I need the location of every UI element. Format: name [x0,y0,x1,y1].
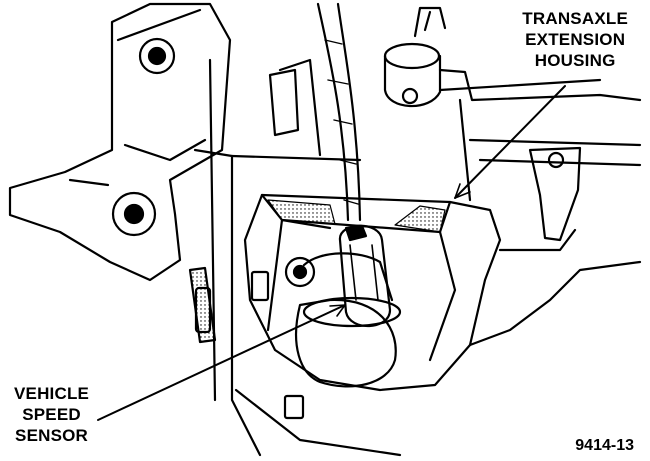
tube-fitting [383,6,642,167]
bracket-bolt-hole-lower [111,191,157,237]
callout-line: HOUSING [534,51,616,70]
bracket-bolt-hole-top [138,37,176,75]
callout-vehicle-speed-sensor: VEHICLE SPEED SENSOR [14,383,89,446]
case-bolt-head [283,394,305,420]
callout-line: VEHICLE [14,384,90,403]
callout-line: EXTENSION [525,30,626,49]
mounting-bracket [8,2,232,282]
sensor-hold-down-bolt [284,256,316,288]
leader-speed-sensor [97,304,346,421]
transaxle-case [188,58,402,457]
case-fasteners [194,68,300,334]
callout-line: SPEED [22,405,81,424]
leader-transaxle-housing [454,85,566,199]
housing-flange [468,146,642,347]
figure-number: 9414-13 [575,437,634,454]
sensor-connector [338,224,392,328]
callout-line: TRANSAXLE [522,9,628,28]
vehicle-speed-sensor [284,224,402,388]
callout-transaxle-extension-housing: TRANSAXLE EXTENSION HOUSING [522,8,628,71]
callout-line: SENSOR [15,426,89,445]
callout-leaders [97,85,566,421]
sensor-wire-harness [316,2,362,222]
